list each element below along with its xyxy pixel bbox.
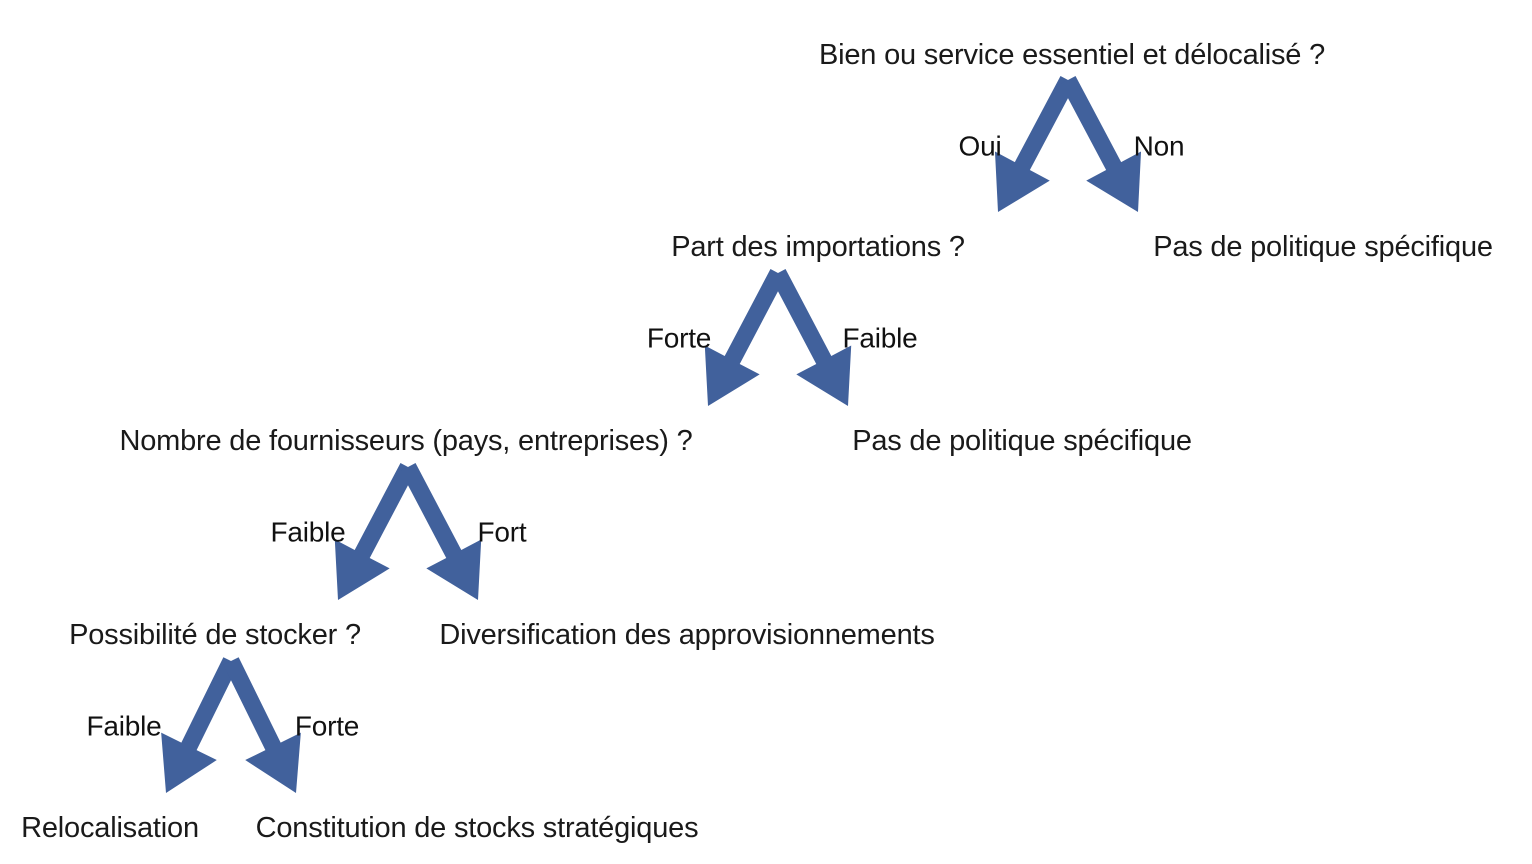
node-root[interactable]: Bien ou service essentiel et délocalisé … [818,38,1326,71]
node-part-importations[interactable]: Part des importations ? [671,230,965,263]
node-nombre-fournisseurs[interactable]: Nombre de fournisseurs (pays, entreprise… [119,424,693,457]
arrow-right-level-3 [223,657,301,793]
node-constitution-stocks-strategiques[interactable]: Constitution de stocks stratégiques [255,811,699,844]
edge-label-importations-faible: Faible [842,322,918,354]
edge-label-importations-forte: Forte [646,322,712,354]
edge-label-root-oui: Oui [958,130,1002,162]
arrow-right-level-2 [400,463,482,600]
edge-label-stocker-faible: Faible [86,710,162,742]
edge-label-fournisseurs-fort: Fort [477,516,527,548]
arrow-right-level-1 [770,269,852,406]
edge-label-root-non: Non [1133,130,1185,162]
arrow-left-level-3 [161,657,239,793]
edge-label-stocker-forte: Forte [294,710,360,742]
arrow-right-level-0 [1060,76,1142,213]
arrow-left-level-2 [334,463,416,600]
edge-label-fournisseurs-faible: Faible [270,516,346,548]
arrow-left-level-1 [704,269,786,406]
node-pas-politique-specifique-2[interactable]: Pas de politique spécifique [852,424,1192,457]
node-possibilite-de-stocker[interactable]: Possibilité de stocker ? [69,618,361,651]
node-relocalisation[interactable]: Relocalisation [21,811,199,844]
node-diversification-approvisionnements[interactable]: Diversification des approvisionnements [439,618,935,651]
node-pas-politique-specifique-1[interactable]: Pas de politique spécifique [1153,230,1493,263]
arrow-left-level-0 [994,76,1076,213]
